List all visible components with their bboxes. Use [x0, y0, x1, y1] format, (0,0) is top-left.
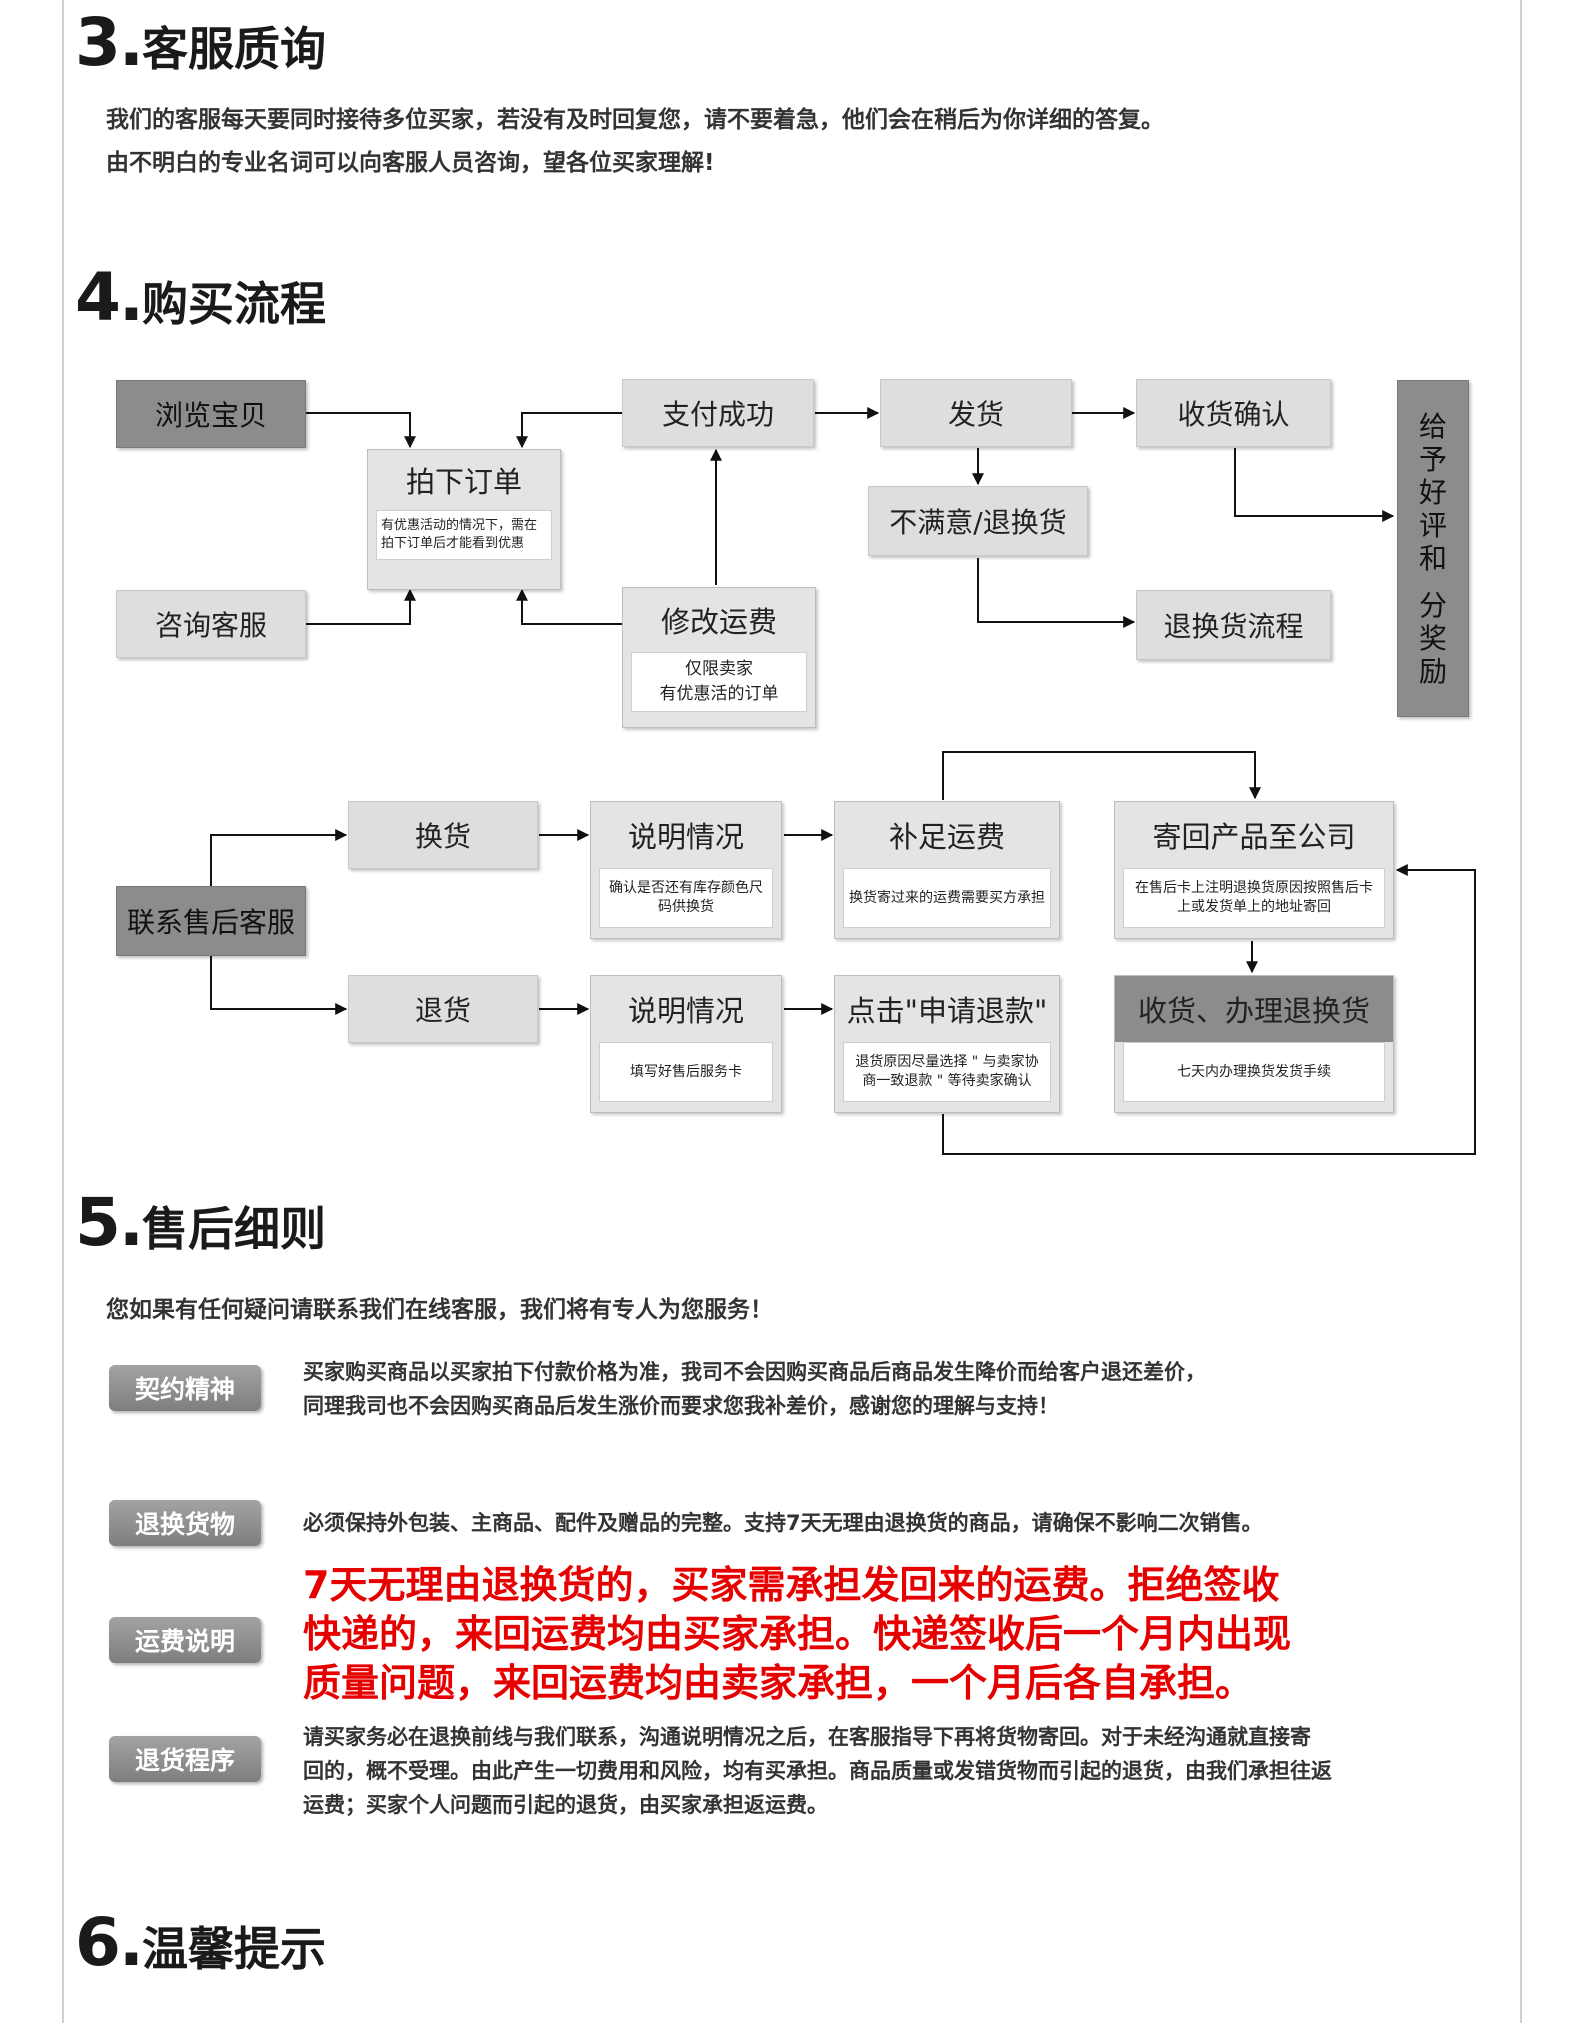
section-5-title: 5.售后细则: [75, 1190, 326, 1256]
rule-text-contract: 买家购买商品以买家拍下付款价格为准，我司不会因购买商品后商品发生降价而给客户退还…: [303, 1355, 1206, 1423]
rule-tag-shipping: 运费说明: [109, 1617, 261, 1663]
rule-tag-contract: 契约精神: [109, 1365, 261, 1411]
rule-text-line: 质量问题，来回运费均由卖家承担，一个月后各自承担。: [303, 1661, 1254, 1705]
flow-modify-fee-note: 仅限卖家 有优惠活的订单: [631, 652, 807, 712]
flow-modify-fee-note-line-1: 仅限卖家: [685, 659, 753, 679]
section-3-text-line-2: 由不明白的专业名词可以向客服人员咨询，望各位买家理解!: [106, 150, 715, 176]
flow-apply-refund-label: 点击"申请退款": [846, 994, 1048, 1028]
praise-char: 奖: [1418, 621, 1447, 655]
flow-add-fee-note: 换货寄过来的运费需要买方承担: [843, 868, 1051, 928]
praise-char: 予: [1418, 442, 1447, 476]
flow-return-flow-label: 退换货流程: [1163, 610, 1304, 643]
flow-order-label: 拍下订单: [405, 465, 522, 499]
rule-text-line: 请买家务必在退换前线与我们联系，沟通说明情况之后，在客服指导下再将货物寄回。对于…: [303, 1725, 1311, 1749]
flow-confirm-box: 收货确认: [1136, 379, 1331, 447]
rule-tag-return-procedure: 退货程序: [109, 1736, 261, 1782]
flow-exchange-label: 换货: [414, 820, 471, 853]
flow-browse-box: 浏览宝贝: [116, 380, 306, 448]
flow-refund-box: 退货: [348, 975, 538, 1043]
section-3-heading: 客服质询: [142, 22, 326, 76]
rule-text-line: 7天无理由退换货的，买家需承担发回来的运费。拒绝签收: [303, 1563, 1280, 1607]
rule-text-line: 同理我司也不会因购买商品后发生涨价而要求您我补差价，感谢您的理解与支持！: [303, 1394, 1059, 1418]
flow-browse-label: 浏览宝贝: [154, 399, 267, 432]
section-5-number: 5.: [75, 1184, 144, 1261]
flow-receive-card: 收货、办理退换货 七天内办理换货发货手续: [1114, 975, 1394, 1113]
flow-explain-1-label: 说明情况: [627, 820, 744, 854]
flow-consult-label: 咨询客服: [154, 609, 267, 642]
section-3-title: 3.客服质询: [75, 10, 326, 76]
flow-apply-refund-card: 点击"申请退款" 退货原因尽量选择 " 与卖家协商一致退款 " 等待卖家确认: [834, 975, 1060, 1113]
flow-explain-1-card: 说明情况 确认是否还有库存颜色尺码供换货: [590, 801, 782, 939]
flow-return-flow-box: 退换货流程: [1136, 590, 1331, 660]
flow-praise-box: 给 予 好 评 和 分 奖 励: [1397, 380, 1469, 717]
flow-explain-2-note: 填写好售后服务卡: [599, 1042, 773, 1102]
section-3-text-line-1: 我们的客服每天要同时接待多位买家，若没有及时回复您，请不要着急，他们会在稍后为你…: [106, 107, 1164, 133]
flow-add-fee-card: 补足运费 换货寄过来的运费需要买方承担: [834, 801, 1060, 939]
flow-contact-label: 联系售后客服: [126, 906, 295, 939]
rule-text-return-procedure: 请买家务必在退换前线与我们联系，沟通说明情况之后，在客服指导下再将货物寄回。对于…: [303, 1720, 1332, 1822]
rule-text-line: 买家购买商品以买家拍下付款价格为准，我司不会因购买商品后商品发生降价而给客户退还…: [303, 1360, 1206, 1384]
flow-send-back-label: 寄回产品至公司: [1152, 820, 1356, 854]
praise-char: 给: [1418, 409, 1447, 443]
flow-order-note: 有优惠活动的情况下，需在拍下订单后才能看到优惠: [376, 510, 552, 560]
section-5-intro: 您如果有任何疑问请联系我们在线客服，我们将有专人为您服务！: [106, 1297, 773, 1323]
flow-send-back-card: 寄回产品至公司 在售后卡上注明退换货原因按照售后卡上或发货单上的地址寄回: [1114, 801, 1394, 939]
section-4-number: 4.: [75, 259, 144, 336]
section-4-heading: 购买流程: [142, 277, 326, 331]
praise-char: 分: [1418, 588, 1447, 622]
flow-ship-box: 发货: [880, 379, 1072, 447]
flow-pay-box: 支付成功: [622, 379, 814, 447]
flow-explain-2-label: 说明情况: [627, 994, 744, 1028]
section-6-title: 6.温馨提示: [75, 1910, 326, 1976]
rule-text-line: 必须保持外包装、主商品、配件及赠品的完整。支持7天无理由退换货的商品，请确保不影…: [303, 1511, 1263, 1535]
section-6-heading: 温馨提示: [142, 1922, 326, 1976]
flow-receive-label: 收货、办理退换货: [1115, 976, 1393, 1042]
flow-explain-1-note: 确认是否还有库存颜色尺码供换货: [599, 868, 773, 928]
flow-ship-label: 发货: [947, 398, 1004, 431]
rule-text-shipping: 7天无理由退换货的，买家需承担发回来的运费。拒绝签收 快递的，来回运费均由买家承…: [303, 1561, 1291, 1708]
section-4-title: 4.购买流程: [75, 265, 326, 331]
flow-unsatisfied-label: 不满意/退换货: [889, 506, 1067, 539]
flow-receive-note: 七天内办理换货发货手续: [1123, 1042, 1385, 1102]
flow-exchange-box: 换货: [348, 801, 538, 869]
section-3-number: 3.: [75, 4, 144, 81]
flow-modify-fee-card: 修改运费 仅限卖家 有优惠活的订单: [622, 587, 816, 728]
flow-send-back-note: 在售后卡上注明退换货原因按照售后卡上或发货单上的地址寄回: [1123, 868, 1385, 928]
flow-modify-fee-label: 修改运费: [660, 605, 777, 639]
flow-contact-box: 联系售后客服: [116, 886, 306, 956]
praise-char: 励: [1418, 654, 1447, 688]
flow-pay-label: 支付成功: [661, 398, 774, 431]
flow-refund-label: 退货: [414, 994, 471, 1027]
section-5-heading: 售后细则: [142, 1202, 326, 1256]
rule-text-line: 快递的，来回运费均由买家承担。快递签收后一个月内出现: [303, 1612, 1292, 1656]
flow-modify-fee-note-line-2: 有优惠活的订单: [659, 684, 779, 704]
rule-text-line: 运费；买家个人问题而引起的退货，由买家承担返运费。: [303, 1793, 828, 1817]
flow-apply-refund-note: 退货原因尽量选择 " 与卖家协商一致退款 " 等待卖家确认: [843, 1042, 1051, 1102]
praise-char: 和: [1418, 541, 1447, 575]
rule-text-exchange: 必须保持外包装、主商品、配件及赠品的完整。支持7天无理由退换货的商品，请确保不影…: [303, 1506, 1263, 1540]
flow-order-card: 拍下订单 有优惠活动的情况下，需在拍下订单后才能看到优惠: [367, 449, 561, 590]
rule-text-line: 回的，概不受理。由此产生一切费用和风险，均有买承担。商品质量或发错货物而引起的退…: [303, 1759, 1332, 1783]
flow-explain-2-card: 说明情况 填写好售后服务卡: [590, 975, 782, 1113]
praise-char: 好: [1418, 475, 1447, 509]
rule-tag-exchange: 退换货物: [109, 1500, 261, 1546]
flow-confirm-label: 收货确认: [1177, 398, 1290, 431]
section-6-number: 6.: [75, 1904, 144, 1981]
flow-consult-box: 咨询客服: [116, 590, 306, 658]
flow-add-fee-label: 补足运费: [888, 820, 1005, 854]
flow-unsatisfied-box: 不满意/退换货: [868, 486, 1088, 556]
praise-char: 评: [1418, 508, 1447, 542]
